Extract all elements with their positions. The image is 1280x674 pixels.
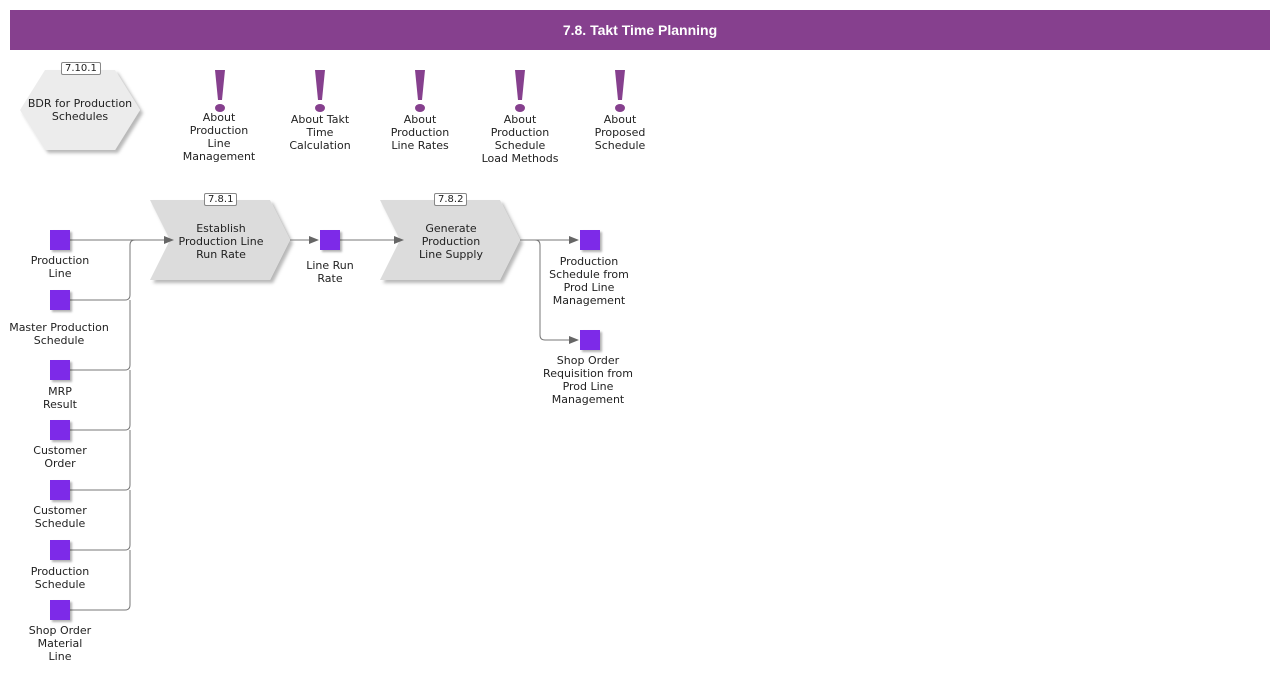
connector-to-shop-order-requisition — [534, 239, 579, 344]
connector-production-schedule — [70, 490, 131, 551]
input-label: Production Line — [30, 254, 90, 280]
output-label: Production Schedule from Prod Line Manag… — [549, 255, 629, 307]
exclamation-icon — [615, 70, 625, 112]
information-object-icon — [50, 480, 70, 500]
connector-master-production-schedule — [70, 239, 136, 301]
output-label: Shop Order Requisition from Prod Line Ma… — [543, 354, 633, 406]
note-label: About Production Schedule Load Methods — [481, 113, 559, 165]
information-object-icon — [320, 230, 340, 250]
exclamation-icon — [315, 70, 325, 112]
information-object-icon — [50, 290, 70, 310]
connector-shop-order-material-line — [70, 550, 131, 611]
bdr-hexagon[interactable] — [20, 70, 140, 150]
process-badge: 7.8.2 — [434, 193, 468, 206]
input-label: MRP Result — [43, 385, 77, 411]
information-object-icon — [580, 230, 600, 250]
bdr-label: BDR for Production Schedules — [27, 97, 133, 123]
note-label: About Takt Time Calculation — [289, 113, 351, 152]
process-chevron-generate-supply[interactable] — [380, 200, 520, 280]
exclamation-icon — [215, 70, 225, 112]
connector-mrp-result — [70, 300, 131, 371]
exclamation-icon — [415, 70, 425, 112]
information-object-icon — [50, 600, 70, 620]
information-object-icon — [50, 420, 70, 440]
process-label-generate-supply: Generate Production Line Supply — [419, 221, 483, 261]
connector-customer-schedule — [70, 430, 131, 491]
note-label: About Production Line Management — [182, 111, 256, 163]
information-object-icon — [50, 540, 70, 560]
process-badge: 7.8.1 — [204, 193, 238, 206]
diagram-title: 7.8. Takt Time Planning — [10, 10, 1270, 50]
connector-customer-order — [70, 370, 131, 431]
intermediate-label: Line Run Rate — [306, 259, 354, 285]
exclamation-icon — [515, 70, 525, 112]
input-label: Master Production Schedule — [9, 321, 109, 347]
note-label: About Production Line Rates — [390, 113, 450, 152]
input-label: Production Schedule — [30, 565, 90, 591]
input-label: Shop Order Material Line — [28, 624, 92, 663]
information-object-icon — [50, 230, 70, 250]
information-object-icon — [580, 330, 600, 350]
process-label-establish-run-rate: Establish Production Line Run Rate — [178, 221, 264, 261]
bdr-badge: 7.10.1 — [61, 62, 101, 75]
process-chevron-establish-run-rate[interactable] — [150, 200, 290, 280]
input-label: Customer Schedule — [33, 504, 87, 530]
input-label: Customer Order — [33, 444, 87, 470]
information-object-icon — [50, 360, 70, 380]
input-connectors — [70, 236, 174, 611]
note-label: About Proposed Schedule — [594, 113, 646, 152]
